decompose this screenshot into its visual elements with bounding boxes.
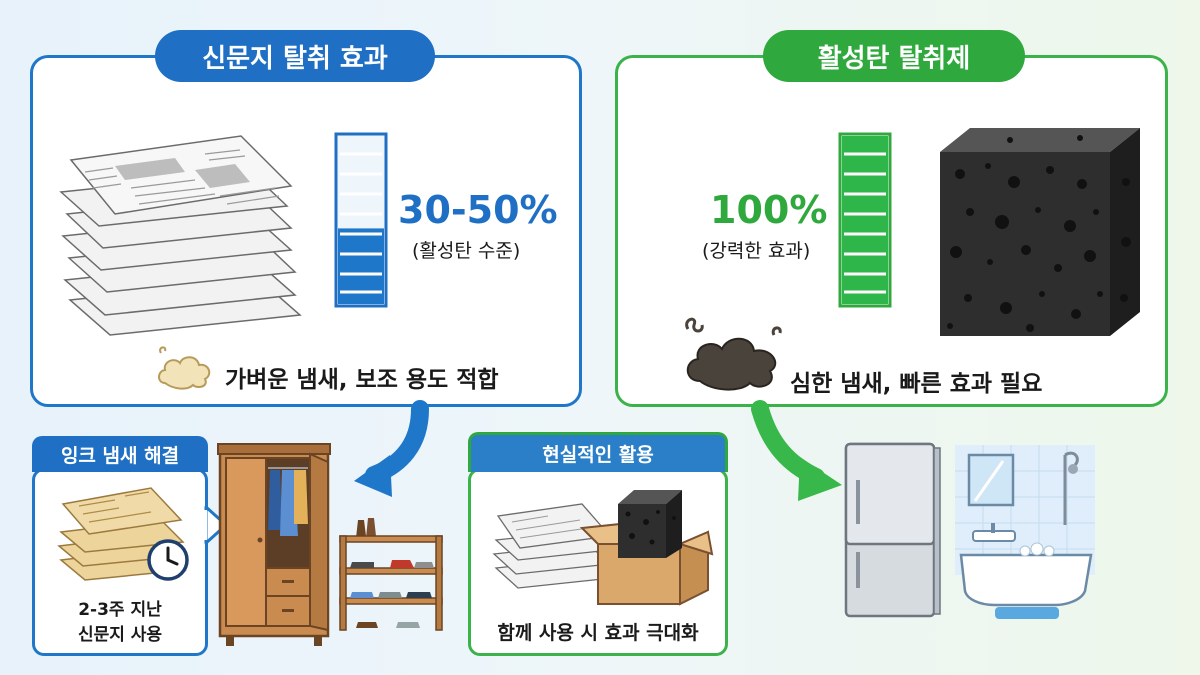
charcoal-subtext: (강력한 효과) (702, 240, 811, 262)
charcoal-level-gauge (838, 132, 892, 308)
practical-use-title: 현실적인 활용 (468, 432, 728, 472)
strong-odor-cloud-icon (685, 317, 782, 391)
newspaper-stack-icon (59, 135, 302, 336)
bathroom-icon (955, 445, 1095, 619)
ink-panel-pointer (202, 505, 228, 545)
shoe-rack-icon (339, 518, 443, 631)
charcoal-percent: 100% (710, 188, 828, 232)
newspaper-percent: 30-50% (398, 188, 558, 232)
charcoal-effect-title: 활성탄 탈취제 (763, 30, 1025, 82)
wardrobe-icon (217, 443, 331, 646)
newspaper-level-gauge (334, 132, 388, 308)
light-odor-cloud-icon (158, 346, 211, 390)
newspaper-effect-title: 신문지 탈취 효과 (155, 30, 435, 82)
refrigerator-icon (844, 442, 941, 618)
newspaper-usage-note: 가벼운 냄새, 보조 용도 적합 (225, 367, 499, 393)
newspaper-subtext: (활성탄 수준) (412, 240, 521, 262)
activated-charcoal-block-icon (940, 128, 1140, 336)
clock-icon (147, 539, 189, 581)
green-arrow-icon (751, 400, 842, 501)
charcoal-usage-note: 심한 냄새, 빠른 효과 필요 (790, 371, 1043, 397)
ink-solution-line2: 신문지 사용 (77, 625, 163, 645)
ink-solution-line1: 2-3주 지난 (78, 600, 162, 620)
practical-use-note: 함께 사용 시 효과 극대화 (497, 622, 699, 644)
blue-arrow-icon (354, 400, 429, 497)
charcoal-level-fill (842, 136, 888, 304)
ink-odor-title: 잉크 냄새 해결 (32, 436, 208, 472)
newspaper-and-charcoal-box-icon (492, 490, 714, 606)
